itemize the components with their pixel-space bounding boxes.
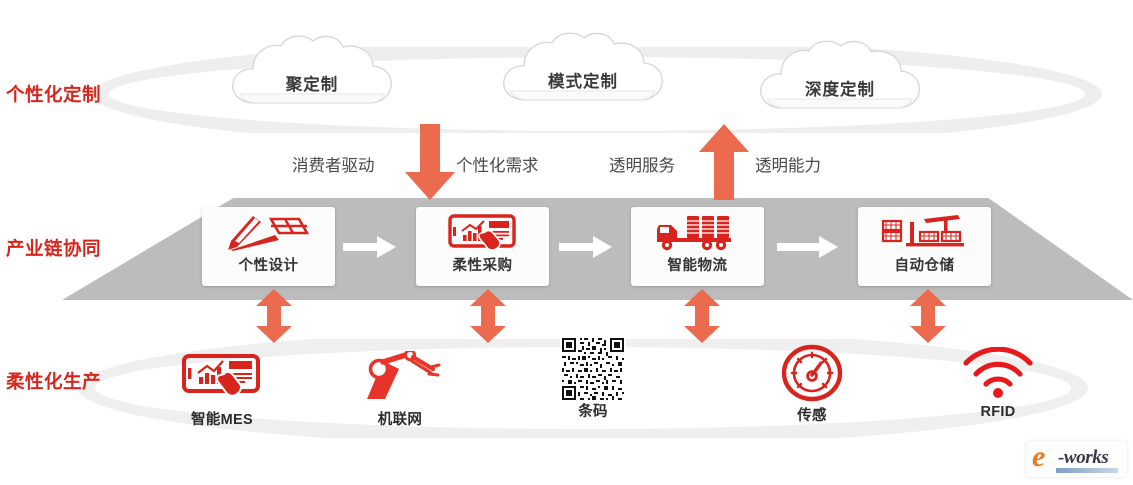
- tech-label-4: RFID: [980, 404, 1016, 420]
- double-arrow-vertical-icon: [908, 289, 948, 343]
- process-box-automated-warehouse[interactable]: 自动仓储: [858, 207, 991, 286]
- robot-arm-icon: [340, 348, 460, 406]
- double-arrow-vertical-icon: [254, 289, 294, 343]
- flow-arrow-right-icon: [559, 236, 613, 258]
- wifi-signal-icon: [938, 344, 1058, 402]
- cloud-shape-icon: [232, 35, 392, 104]
- tech-item-sensor[interactable]: 传感: [752, 344, 872, 425]
- process-label-0: 个性设计: [238, 258, 299, 274]
- tech-label-1: 机联网: [377, 412, 423, 428]
- ring-mask-mid-lower: [0, 300, 1133, 339]
- qr-code-icon: [533, 336, 653, 402]
- section-title-flexible-production: 柔性化生产: [6, 371, 102, 392]
- gauge-sensor-icon: [752, 344, 872, 402]
- flow-label-personalized-demand: 个性化需求: [456, 157, 539, 175]
- arrow-down-icon: [403, 124, 457, 202]
- cloud-shape-icon: [503, 32, 663, 101]
- cloud-label-1: 模式定制: [548, 73, 618, 91]
- double-arrow-vertical-icon: [468, 289, 508, 343]
- ring-mask-bottom: [0, 438, 1133, 485]
- tech-label-2: 条码: [578, 404, 608, 420]
- section-title-chain-collab: 产业链协同: [6, 238, 102, 259]
- tech-label-3: 传感: [797, 408, 827, 424]
- tablet-touch-icon: [416, 213, 549, 253]
- tech-label-0: 智能MES: [191, 412, 253, 428]
- flow-label-consumer-driven: 消费者驱动: [292, 157, 375, 175]
- design-pen-icon: [202, 213, 335, 253]
- cloud-label-0: 聚定制: [285, 76, 339, 94]
- warehouse-crane-icon: [858, 213, 991, 253]
- logo-underline-bar: [1056, 468, 1118, 473]
- process-label-1: 柔性采购: [452, 258, 513, 274]
- section-title-customization: 个性化定制: [6, 84, 102, 105]
- process-box-smart-logistics[interactable]: 智能物流: [631, 207, 764, 286]
- cloud-shape-icon: [760, 40, 920, 109]
- arrow-up-icon: [697, 122, 751, 202]
- tech-item-machine-network[interactable]: 机联网: [340, 348, 460, 429]
- cloud-card-2[interactable]: 深度定制: [755, 38, 925, 116]
- delivery-truck-icon: [631, 213, 764, 253]
- tech-item-smart-mes[interactable]: 智能MES: [162, 348, 282, 429]
- eworks-logo[interactable]: e -works: [1026, 441, 1127, 477]
- process-box-personal-design[interactable]: 个性设计: [202, 207, 335, 286]
- tech-item-barcode[interactable]: 条码: [533, 336, 653, 421]
- process-box-flexible-procurement[interactable]: 柔性采购: [416, 207, 549, 286]
- tech-item-rfid[interactable]: RFID: [938, 344, 1058, 420]
- flow-label-transparent-service: 透明服务: [609, 157, 675, 175]
- flow-arrow-right-icon: [343, 236, 397, 258]
- tablet-touch-icon: [162, 348, 282, 406]
- logo-wordmark: -works: [1058, 447, 1109, 468]
- flow-arrow-right-icon: [777, 236, 839, 258]
- logo-e-mark: e: [1032, 441, 1046, 473]
- process-label-2: 智能物流: [667, 258, 728, 274]
- ring-mask-mid-upper: [0, 133, 1133, 197]
- cloud-card-0[interactable]: 聚定制: [227, 33, 397, 111]
- cloud-label-2: 深度定制: [805, 81, 875, 99]
- cloud-card-1[interactable]: 模式定制: [498, 30, 668, 108]
- double-arrow-vertical-icon: [682, 289, 722, 343]
- flow-label-transparent-capability: 透明能力: [755, 157, 821, 175]
- process-label-3: 自动仓储: [894, 258, 955, 274]
